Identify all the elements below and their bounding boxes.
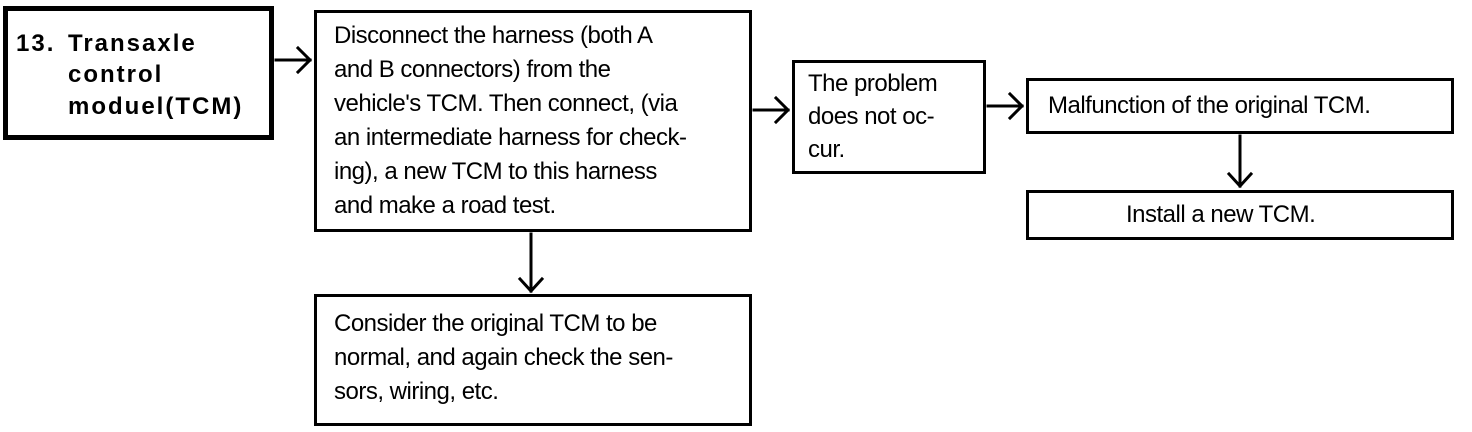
check-line-2: and B connectors) from the bbox=[334, 56, 611, 83]
check-line-6: and make a road test. bbox=[334, 192, 556, 219]
result-ok-line-2: does not oc- bbox=[808, 103, 935, 130]
check-line-5: ing), a new TCM to this harness bbox=[334, 158, 657, 185]
result-ok-line-3: cur. bbox=[808, 136, 845, 163]
action-box bbox=[1026, 190, 1454, 240]
arrow-check-to-result-ok bbox=[752, 95, 791, 125]
result-ok-line-1: The problem bbox=[808, 70, 938, 97]
step-number: 13. bbox=[16, 30, 56, 57]
step-title-line-3: moduel(TCM) bbox=[68, 93, 244, 120]
diagnosis-text: Malfunction of the original TCM. bbox=[1048, 92, 1371, 119]
result-normal-line-3: sors, wiring, etc. bbox=[334, 378, 499, 405]
check-box bbox=[314, 10, 752, 232]
step-title-line-2: control bbox=[68, 61, 164, 88]
result-ok-box bbox=[792, 60, 986, 174]
check-line-3: vehicle's TCM. Then connect, (via bbox=[334, 90, 678, 117]
step-box bbox=[3, 6, 274, 140]
check-line-1: Disconnect the harness (both A bbox=[334, 22, 653, 49]
result-normal-line-1: Consider the original TCM to be bbox=[334, 310, 657, 337]
diagnosis-box bbox=[1026, 78, 1454, 134]
arrow-diagnosis-to-action bbox=[1226, 134, 1254, 189]
check-line-4: an intermediate harness for check- bbox=[334, 124, 687, 151]
arrow-check-to-result-normal bbox=[517, 232, 545, 294]
step-title-line-1: Transaxle bbox=[68, 30, 197, 57]
arrow-result-ok-to-diagnosis bbox=[986, 91, 1025, 121]
arrow-step-to-check bbox=[274, 45, 313, 75]
action-text: Install a new TCM. bbox=[1126, 201, 1316, 228]
result-normal-box bbox=[314, 294, 752, 426]
result-normal-line-2: normal, and again check the sen- bbox=[334, 344, 673, 371]
